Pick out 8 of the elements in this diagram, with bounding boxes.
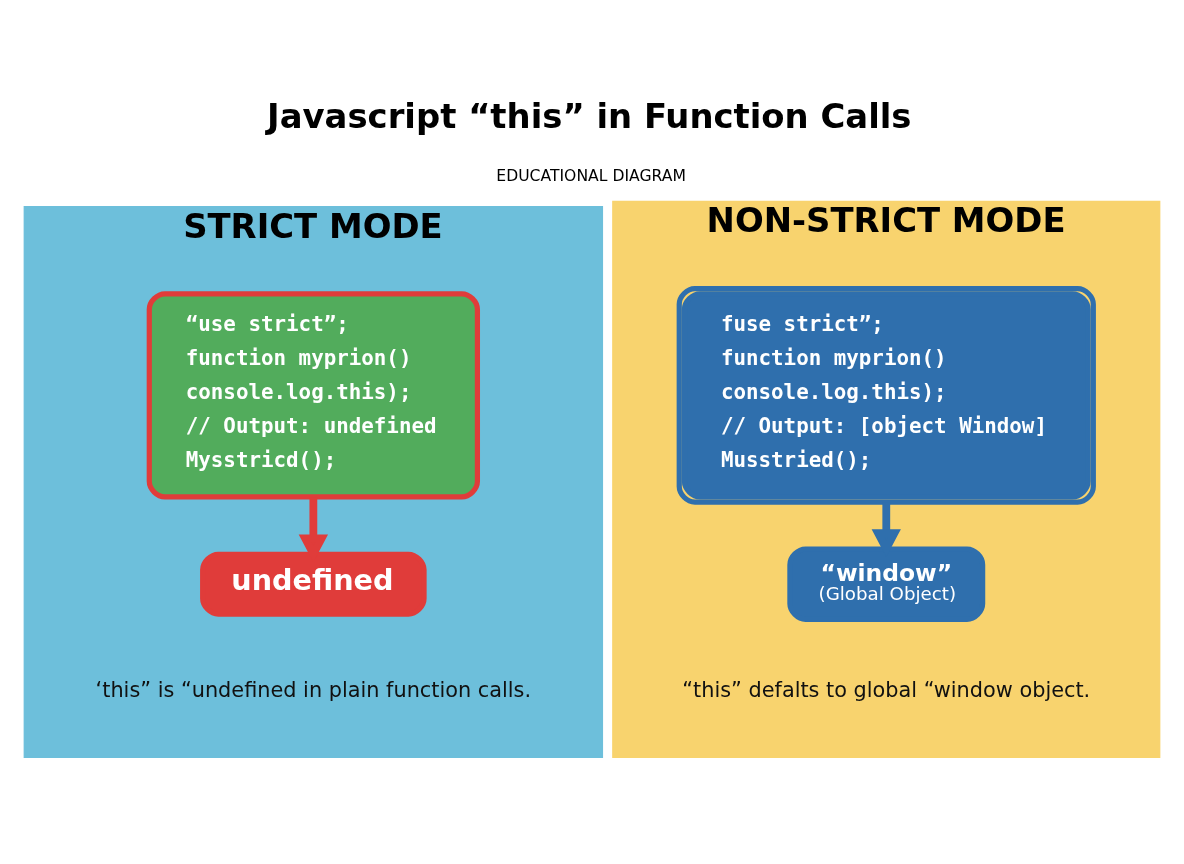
caption: EDUCATIONAL DIAGRAM [496,166,686,185]
label: ‘this” is “undefined in plain function calls. [95,677,532,702]
node-box: “use strict”; function myprion() console.log.this); // Output: undefined Mysstricd(); [146,290,480,500]
label: “this” defalts to global “window object. [682,677,1091,702]
diagram-title: Javascript “this” in Function Calls [267,96,912,136]
node-box: fuse strict”; function myprion() console.log.this); // Output: [object Window] Musstried(); [676,285,1096,505]
node-box: undefined [200,551,427,617]
node-box: “window” (Global Object) [787,545,986,622]
